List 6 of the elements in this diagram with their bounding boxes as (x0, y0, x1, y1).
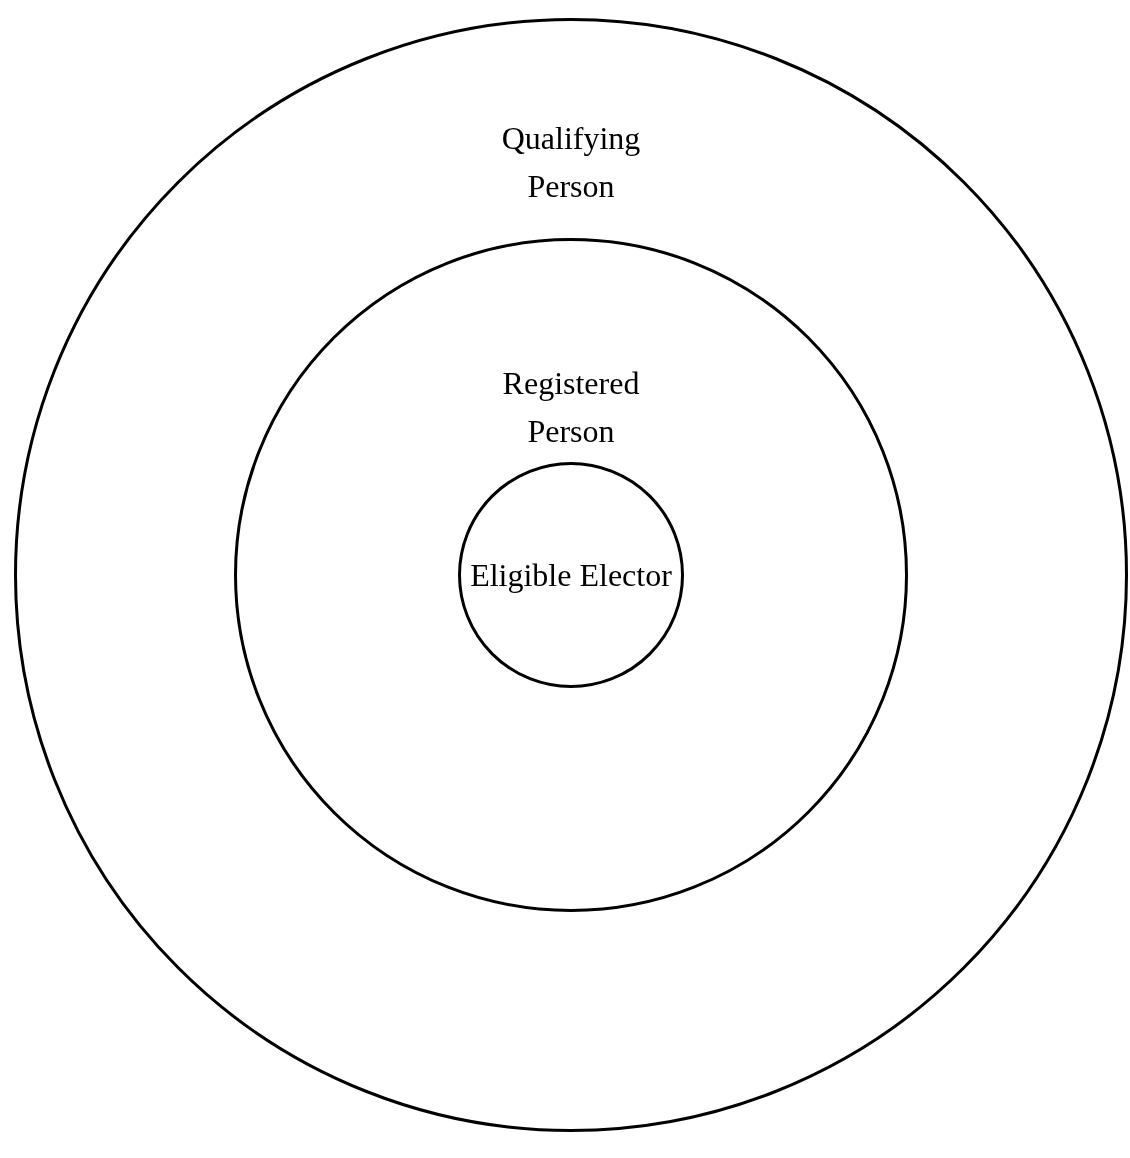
circle-label: Registered Person (501, 364, 641, 451)
circle-label: Qualifying Person (500, 119, 642, 206)
circle (234, 238, 908, 912)
circle-label: Eligible Elector (469, 556, 673, 595)
circle (14, 18, 1128, 1132)
circle (458, 462, 684, 688)
